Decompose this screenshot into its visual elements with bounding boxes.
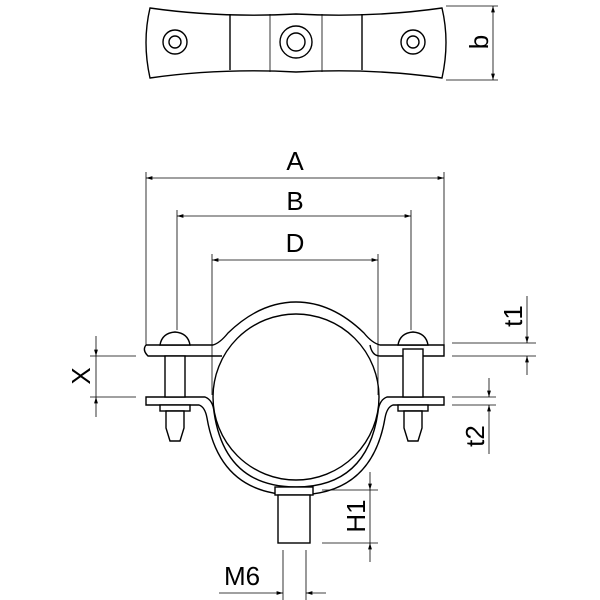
- M6-label: M6: [224, 561, 260, 591]
- top-view: b: [145, 5, 498, 81]
- threaded-nut: [277, 494, 311, 544]
- pipe-circle: [212, 313, 380, 481]
- clamp-front-view: [143, 301, 445, 544]
- b-label: b: [464, 35, 494, 49]
- X-label: X: [66, 367, 96, 384]
- D-label: D: [286, 228, 305, 258]
- hole-right: [400, 29, 426, 55]
- hole-center: [279, 25, 313, 59]
- t1-label: t1: [498, 305, 528, 327]
- bolt-right: [397, 331, 429, 442]
- A-label: A: [286, 146, 304, 176]
- front-view-dimensions: A B D X t1 t2 H1 M6: [66, 146, 536, 600]
- t2-label: t2: [460, 425, 490, 447]
- B-label: B: [286, 186, 303, 216]
- hole-left: [162, 29, 188, 55]
- bolt-left: [159, 331, 191, 442]
- H1-label: H1: [341, 499, 371, 532]
